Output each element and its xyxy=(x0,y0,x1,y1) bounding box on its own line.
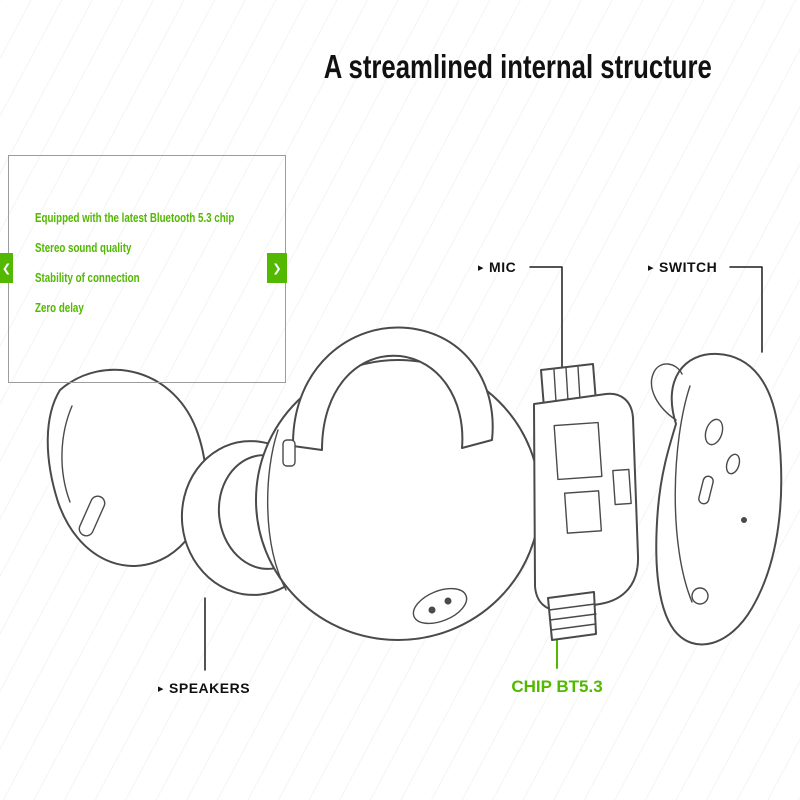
feature-item: Zero delay xyxy=(35,301,84,315)
ear-hook-shell-part xyxy=(255,326,541,641)
carousel-next-button[interactable]: ❯ xyxy=(267,253,287,283)
chip-label: CHIP BT5.3 xyxy=(511,677,603,696)
switch-connector-line xyxy=(729,266,763,353)
chevron-left-icon: ❮ xyxy=(1,262,12,275)
chevron-right-icon: ❯ xyxy=(272,262,282,275)
pointer-triangle-icon: ▸ xyxy=(158,683,165,695)
feature-item: Stereo sound quality xyxy=(35,241,132,255)
ear-tip-part xyxy=(46,368,207,567)
feature-item: Stability of connection xyxy=(35,271,140,285)
feature-item: Equipped with the latest Bluetooth 5.3 c… xyxy=(35,211,235,225)
feature-box: Equipped with the latest Bluetooth 5.3 c… xyxy=(8,155,286,383)
pointer-triangle-icon: ▸ xyxy=(648,262,655,274)
mic-label: ▸MIC xyxy=(478,259,517,275)
carousel-prev-button[interactable]: ❮ xyxy=(0,253,13,283)
mic-connector-line xyxy=(529,266,563,373)
switch-label: ▸SWITCH xyxy=(648,259,718,275)
page-title: A streamlined internal structure xyxy=(323,48,713,85)
back-cover-part xyxy=(650,352,783,646)
speakers-label: ▸SPEAKERS xyxy=(158,680,251,696)
chip-module-part xyxy=(533,363,640,641)
pointer-triangle-icon: ▸ xyxy=(478,262,485,274)
